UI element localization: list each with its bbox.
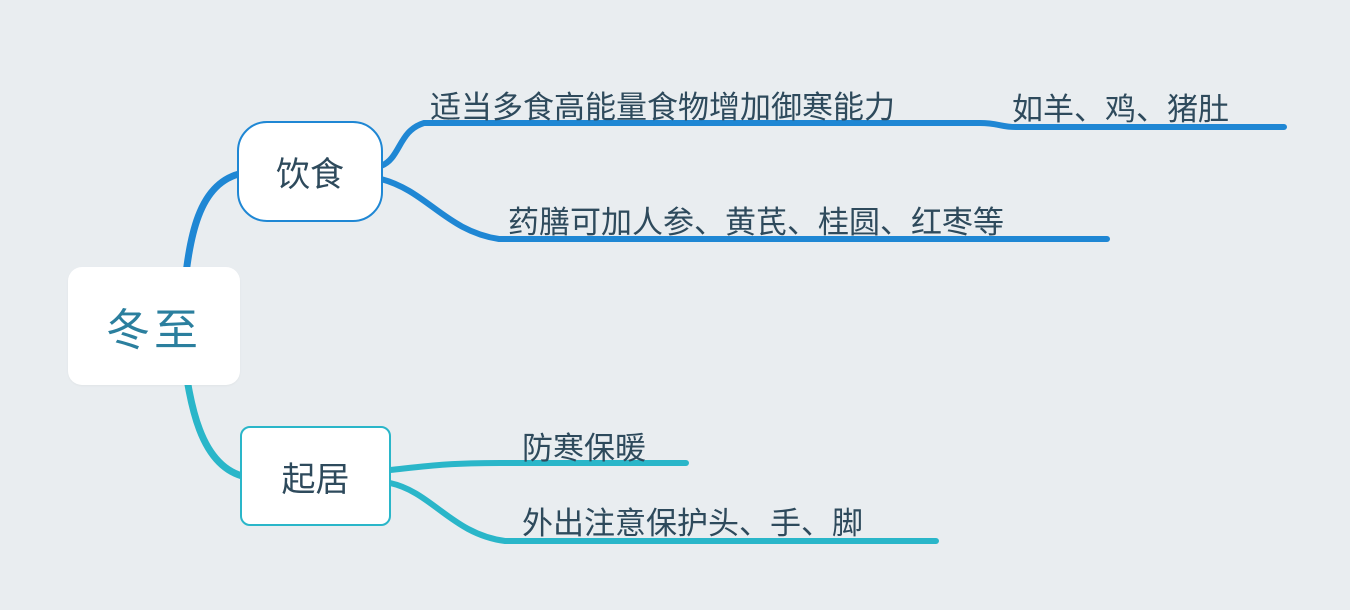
link-diet-to-energy-and-meats <box>378 120 1287 169</box>
link-living-to-protect <box>387 480 939 544</box>
topic-energy-food[interactable]: 适当多食高能量食物增加御寒能力 <box>430 90 895 125</box>
root-node-label: 冬至 <box>106 306 202 355</box>
link-diet-to-medicinal <box>378 176 1110 242</box>
branch-node-diet[interactable]: 饮食 <box>237 121 383 222</box>
topic-keep-warm[interactable]: 防寒保暖 <box>522 431 646 466</box>
branch-node-diet-label: 饮食 <box>276 156 344 194</box>
topic-medicinal-diet[interactable]: 药膳可加人参、黄芪、桂圆、红枣等 <box>508 205 1004 240</box>
topic-example-meats[interactable]: 如羊、鸡、猪肚 <box>1012 92 1229 127</box>
root-node[interactable]: 冬至 <box>68 267 240 385</box>
branch-node-living-label: 起居 <box>281 460 350 499</box>
branch-node-living[interactable]: 起居 <box>240 426 391 526</box>
link-living-to-warm <box>387 460 689 473</box>
topic-protect-head-hands-feet[interactable]: 外出注意保护头、手、脚 <box>522 506 863 541</box>
